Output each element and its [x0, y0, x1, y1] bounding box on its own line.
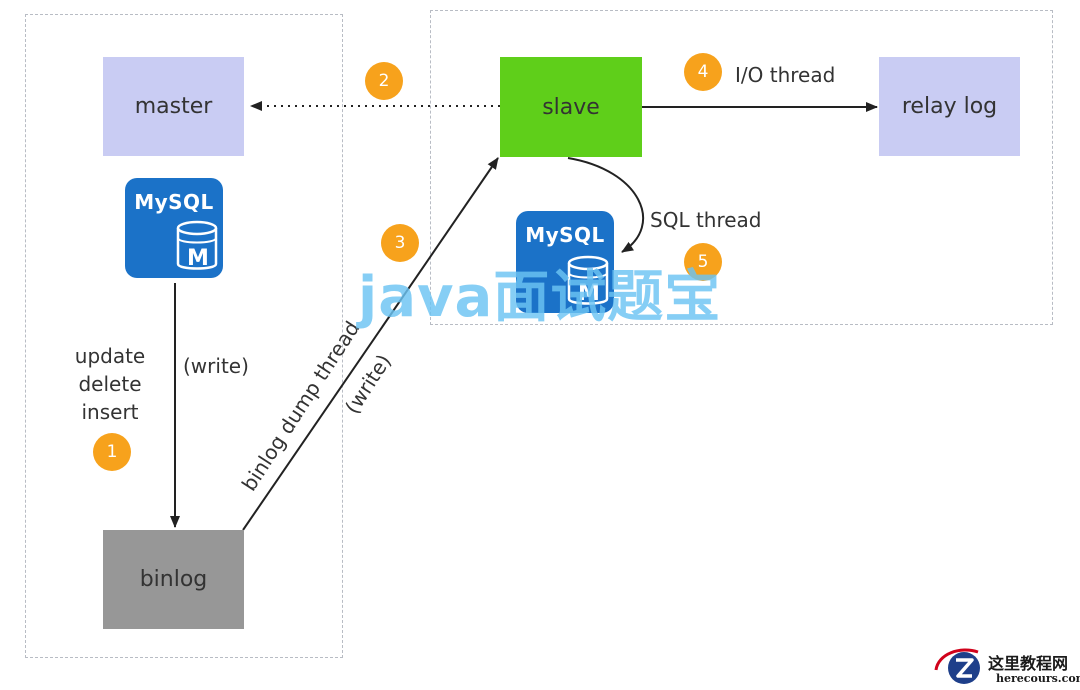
step-3-badge: 3: [381, 224, 419, 262]
watermark: java面试题宝: [358, 265, 722, 330]
slave-region: [430, 10, 1053, 325]
database-letter: M: [578, 281, 600, 306]
sql-thread-arrow: [567, 157, 645, 253]
operation-update: update: [74, 344, 146, 368]
database-icon: [176, 220, 218, 270]
sql-thread-label: SQL thread: [650, 208, 762, 232]
binlog-label: binlog: [139, 567, 208, 592]
slave-label: slave: [542, 94, 600, 120]
binlog-node: binlog: [103, 530, 244, 629]
database-icon: [567, 255, 609, 305]
step-5-badge: 5: [684, 243, 722, 281]
step-2-badge: 2: [365, 62, 403, 100]
step-4-badge: 4: [684, 53, 722, 91]
binlog-dump-arrow: [242, 157, 499, 531]
relay-log-label: relay log: [901, 94, 998, 119]
database-letter: M: [187, 246, 209, 271]
site-url: herecours.com: [996, 672, 1080, 685]
master-node: master: [103, 57, 244, 156]
operation-delete: delete: [78, 372, 142, 396]
operation-insert: insert: [81, 400, 139, 424]
step-1-badge: 1: [93, 433, 131, 471]
slave-node: slave: [500, 57, 642, 157]
write-label-master: (write): [183, 354, 249, 378]
mysql-slave-logo: MySQL M: [516, 211, 614, 313]
site-logo-icon: [934, 648, 980, 684]
master-label: master: [134, 94, 213, 119]
site-title: 这里教程网: [988, 654, 1069, 673]
io-thread-label: I/O thread: [735, 63, 836, 87]
mysql-master-logo-text: MySQL: [134, 190, 214, 214]
mysql-slave-logo-text: MySQL: [525, 223, 605, 247]
master-region: [25, 14, 343, 658]
mysql-master-logo: MySQL M: [125, 178, 223, 278]
operations-list: update delete insert: [60, 342, 160, 426]
relay-log-node: relay log: [879, 57, 1020, 156]
